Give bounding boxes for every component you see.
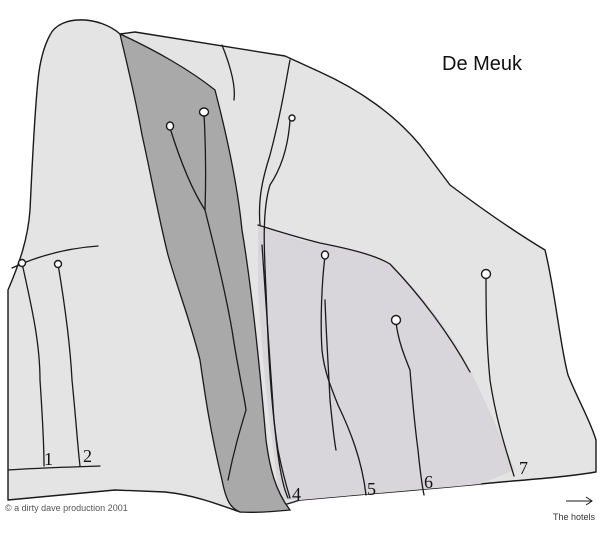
belay-bolt-3b <box>198 107 210 117</box>
belay-bolt-2 <box>53 259 63 269</box>
route-line-3a <box>169 127 247 481</box>
belay-bolt-5 <box>320 250 330 260</box>
belay-bolt-3a <box>165 121 175 131</box>
route-line-2 <box>57 263 81 467</box>
gully <box>119 32 292 514</box>
belay-bolt-6 <box>390 314 402 326</box>
route-number-5: 5 <box>367 479 376 499</box>
credit-text: © a dirty dave production 2001 <box>5 503 128 513</box>
direction-label: The hotels <box>553 512 596 522</box>
route-line-4 <box>263 119 291 499</box>
crack-upper <box>221 44 236 101</box>
route-number-4: 4 <box>292 484 301 504</box>
route-line-3b <box>203 113 207 211</box>
route-line-5 <box>320 255 367 496</box>
slab-top-edge <box>257 224 471 373</box>
route-number-7: 7 <box>519 458 528 478</box>
belay-bolt-1 <box>17 258 27 268</box>
route-line-6 <box>395 321 425 496</box>
route-line-5b <box>324 299 337 451</box>
route-number-2: 2 <box>83 446 92 466</box>
arrow-right-icon <box>566 496 593 506</box>
crack-crest <box>258 59 291 226</box>
crack-left-base <box>7 465 101 471</box>
route-line-7 <box>485 275 515 477</box>
route-number-6: 6 <box>424 472 433 492</box>
belay-bolt-4 <box>288 114 296 122</box>
route-number-1: 1 <box>44 449 53 469</box>
crag-title: De Meuk <box>442 53 523 75</box>
belay-bolt-7 <box>480 268 492 280</box>
route-line-1 <box>21 262 45 467</box>
